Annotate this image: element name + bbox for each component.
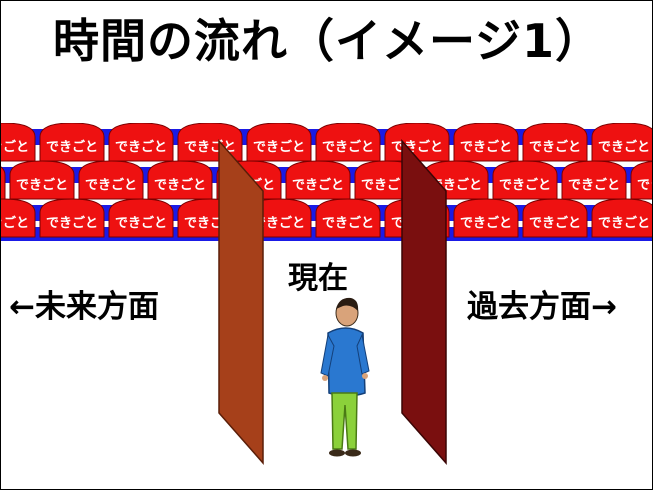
event-dome-label: できごと <box>460 139 512 155</box>
event-dome-label: できごと <box>598 215 650 231</box>
event-dome: できごと <box>39 198 105 238</box>
person-figure <box>320 297 370 457</box>
event-dome: できごと <box>453 123 519 162</box>
event-dome-label: できごと <box>85 177 137 193</box>
event-dome: できごと <box>492 160 558 200</box>
event-dome-label: できごと <box>46 215 98 231</box>
event-dome: できごと <box>108 198 174 238</box>
event-dome-label: できごと <box>529 215 581 231</box>
event-dome-label: できごと <box>16 177 68 193</box>
event-dome: できごと <box>1 123 36 162</box>
event-dome-label: できごと <box>115 139 167 155</box>
event-dome-label: できごと <box>154 177 206 193</box>
event-dome: できごと <box>9 160 75 200</box>
event-dome: できごと <box>522 198 588 238</box>
event-band-graphic: できごとできごとできごとできごとできごとできごとできごとできごとできごとできごと… <box>1 123 653 241</box>
event-dome-label: できごと <box>460 215 512 231</box>
event-dome-label: できごと <box>292 177 344 193</box>
event-dome: できごと <box>561 160 627 200</box>
event-dome-label: できごと <box>499 177 551 193</box>
left-door-panel <box>218 139 264 465</box>
slide-title: 時間の流れ（イメージ1） <box>52 14 603 68</box>
event-dome-label: できごと <box>1 139 29 155</box>
event-dome: できごと <box>591 123 652 162</box>
present-label: 現在 <box>288 261 348 296</box>
event-dome: できごと <box>315 123 381 162</box>
event-dome: できごと <box>246 123 312 162</box>
event-dome: できごと <box>1 198 36 238</box>
event-dome-label: できごと <box>568 177 620 193</box>
event-dome: できごと <box>1 166 6 200</box>
event-band: できごとできごとできごとできごとできごとできごとできごとできごとできごとできごと… <box>1 123 653 245</box>
future-direction-label: ←未来方面 <box>9 289 159 325</box>
event-dome: できごと <box>591 198 652 238</box>
event-dome: できごと <box>78 160 144 200</box>
event-dome-label: できごと <box>253 215 305 231</box>
right-door-panel <box>401 139 447 465</box>
event-dome: できごと <box>108 123 174 162</box>
event-dome-label: できごと <box>529 139 581 155</box>
event-dome-label: できごと <box>253 139 305 155</box>
event-dome: できごと <box>630 161 653 200</box>
past-direction-label: 過去方面→ <box>467 289 617 325</box>
event-dome-label: できごと <box>322 215 374 231</box>
event-dome-label: できごと <box>598 139 650 155</box>
event-dome: できごと <box>453 198 519 238</box>
event-dome-label: できごと <box>637 177 653 193</box>
event-dome: できごと <box>285 160 351 200</box>
event-dome: できごと <box>147 160 213 200</box>
event-dome: できごと <box>315 198 381 238</box>
event-dome-label: できごと <box>1 215 29 231</box>
event-dome: できごと <box>39 123 105 162</box>
event-dome-label: できごと <box>46 139 98 155</box>
event-dome-label: できごと <box>322 139 374 155</box>
event-dome-label: できごと <box>361 177 413 193</box>
event-dome: できごと <box>522 123 588 162</box>
event-dome-label: できごと <box>115 215 167 231</box>
